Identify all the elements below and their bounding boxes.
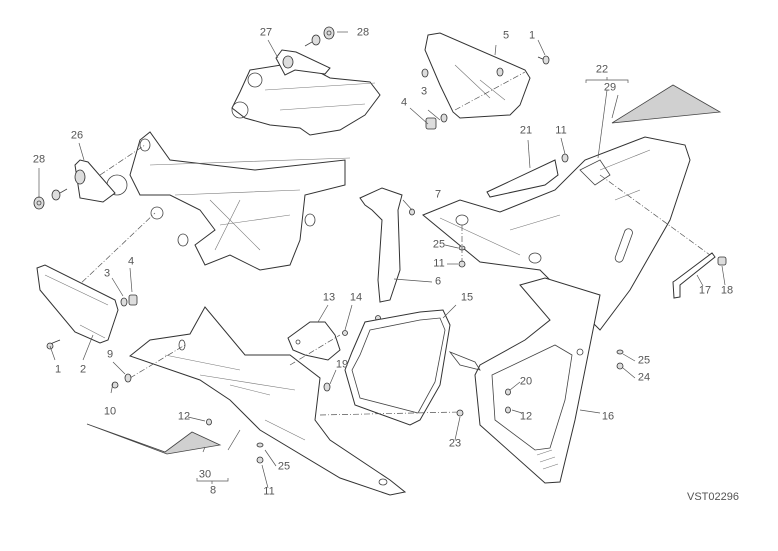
callout-16: 16 xyxy=(601,410,615,423)
callout-6: 6 xyxy=(434,275,442,288)
part-28-nut-left xyxy=(33,188,68,210)
alignment-line-22-17 xyxy=(599,174,711,256)
callout-13: 13 xyxy=(322,291,336,304)
upper-frame-section xyxy=(231,61,381,136)
part-13-bracket xyxy=(287,315,381,361)
callout-19: 19 xyxy=(335,358,349,371)
part-29-decal xyxy=(611,84,722,124)
part-9-10-hardware xyxy=(111,373,132,389)
part-2-cover xyxy=(36,264,119,344)
callout-24: 24 xyxy=(637,371,651,384)
callout-25: 25 xyxy=(637,354,651,367)
part-12-screw-right xyxy=(505,406,511,414)
callout-3: 3 xyxy=(103,267,111,280)
callout-27: 27 xyxy=(259,26,273,39)
part-21-panel xyxy=(486,159,559,198)
part-25-11-hardware-center xyxy=(458,225,466,268)
part-17-bracket xyxy=(672,252,716,299)
part-20-screw xyxy=(505,388,511,396)
alignment-line-15-16 xyxy=(319,411,461,416)
callout-17: 17 xyxy=(698,284,712,297)
callout-28: 28 xyxy=(356,26,370,39)
part-15-frame xyxy=(344,309,451,426)
callout-29: 29 xyxy=(603,81,617,94)
callout-10: 10 xyxy=(103,405,117,418)
callout-11: 11 xyxy=(433,257,445,270)
callout-15: 15 xyxy=(460,291,474,304)
part-30-decal xyxy=(86,423,222,455)
alignment-line-13 xyxy=(289,334,341,366)
callout-25: 25 xyxy=(432,238,446,251)
part-25-11-hardware-lower xyxy=(256,442,264,464)
part-22-upper-fairing xyxy=(422,136,691,331)
part-23-clip xyxy=(456,409,464,417)
main-frame xyxy=(106,131,351,271)
callout-4: 4 xyxy=(400,96,408,109)
callout-21: 21 xyxy=(519,124,533,137)
callout-9: 9 xyxy=(106,348,114,361)
part-11-screw-top xyxy=(561,153,569,163)
part-3-4-hardware-left xyxy=(46,294,138,350)
part-6-bracket xyxy=(359,187,403,303)
callout-23: 23 xyxy=(448,437,462,450)
callout-18: 18 xyxy=(720,284,734,297)
callout-2: 2 xyxy=(79,363,87,376)
part-19-clip xyxy=(323,382,331,392)
callout-11: 11 xyxy=(555,124,567,137)
callout-25: 25 xyxy=(277,460,291,473)
callout-30: 30 xyxy=(198,468,212,481)
callout-12: 12 xyxy=(519,410,533,423)
callout-20: 20 xyxy=(519,375,533,388)
callout-4: 4 xyxy=(127,255,135,268)
part-28-nut-top xyxy=(304,26,335,47)
callout-5: 5 xyxy=(502,29,510,42)
part-7-screw xyxy=(409,208,415,216)
part-8-lower-fairing xyxy=(128,306,407,496)
callout-12: 12 xyxy=(177,410,191,423)
part-25-24-hardware-right xyxy=(616,349,624,370)
part-3-4-hardware-top xyxy=(425,113,448,130)
part-27-bracket xyxy=(275,49,331,76)
part-16-side-fairing xyxy=(474,277,601,484)
callout-26: 26 xyxy=(70,129,84,142)
callout-11: 11 xyxy=(263,485,275,498)
callout-3: 3 xyxy=(420,85,428,98)
part-16-bracket xyxy=(448,351,481,371)
part-26-bracket xyxy=(74,159,116,203)
callout-1: 1 xyxy=(54,363,62,376)
drawing-code: VST02296 xyxy=(687,491,739,503)
callout-8: 8 xyxy=(209,484,217,497)
part-18-clip xyxy=(717,256,727,266)
callout-7: 7 xyxy=(434,188,442,201)
part-5-cover xyxy=(421,32,550,119)
callout-22: 22 xyxy=(595,63,609,76)
callout-28: 28 xyxy=(32,153,46,166)
callout-1: 1 xyxy=(528,29,536,42)
leader-lines xyxy=(38,31,726,489)
part-12-screw-left xyxy=(206,418,212,426)
callout-14: 14 xyxy=(349,291,363,304)
